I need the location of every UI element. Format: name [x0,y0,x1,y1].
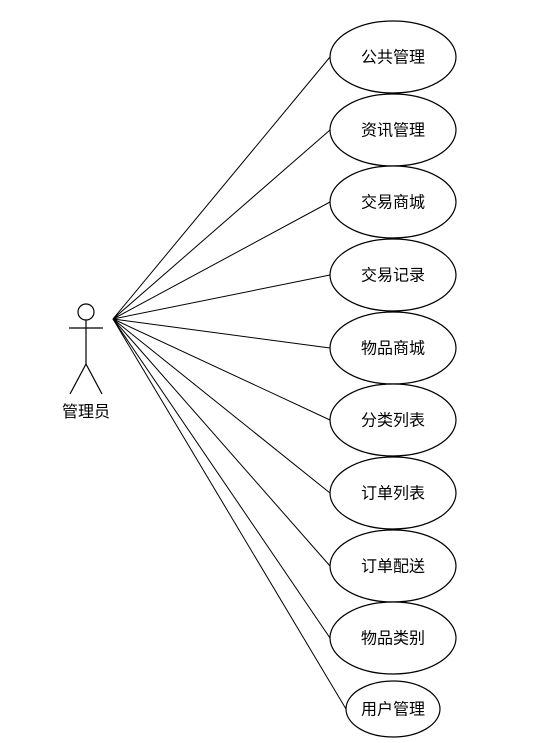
association-line-3 [112,201,331,320]
actor-head [77,303,95,321]
use-case-4-label: 交易记录 [361,266,425,285]
use-case-5: 物品商城 [329,311,457,385]
use-case-7-label: 订单列表 [361,484,425,503]
use-case-9-label: 物品类别 [361,629,425,648]
use-case-10-ellipse [345,680,441,738]
use-case-1-label: 公共管理 [361,48,425,67]
association-line-7 [112,318,331,494]
actor-left-leg [69,363,87,395]
use-case-10: 用户管理 [345,680,441,738]
association-line-10 [112,318,347,710]
use-case-2: 资讯管理 [329,93,457,167]
actor-right-leg [85,363,103,395]
use-case-1-ellipse [329,20,457,94]
use-case-8-label: 订单配送 [361,557,425,576]
use-case-7: 订单列表 [329,456,457,530]
association-line-9 [112,318,331,639]
use-case-9: 物品类别 [329,601,457,675]
use-case-1: 公共管理 [329,20,457,94]
association-line-6 [112,318,331,421]
use-case-6-ellipse [329,383,457,457]
use-case-8: 订单配送 [329,529,457,603]
association-line-4 [112,274,331,320]
use-case-3: 交易商城 [329,165,457,239]
use-case-10-label: 用户管理 [361,700,425,719]
association-line-5 [112,318,331,349]
use-case-5-label: 物品商城 [361,339,425,358]
use-case-4-ellipse [329,238,457,312]
use-case-7-ellipse [329,456,457,530]
use-case-6-label: 分类列表 [361,411,425,430]
use-case-3-ellipse [329,165,457,239]
actor-label: 管理员 [62,402,110,421]
use-case-3-label: 交易商城 [361,193,425,212]
association-line-8 [112,318,331,567]
actor-figure: 管理员 [62,303,110,421]
use-case-4: 交易记录 [329,238,457,312]
association-line-2 [112,129,331,320]
use-case-6: 分类列表 [329,383,457,457]
use-case-2-label: 资讯管理 [361,121,425,140]
association-line-1 [112,56,331,320]
use-case-9-ellipse [329,601,457,675]
association-lines [112,56,347,710]
